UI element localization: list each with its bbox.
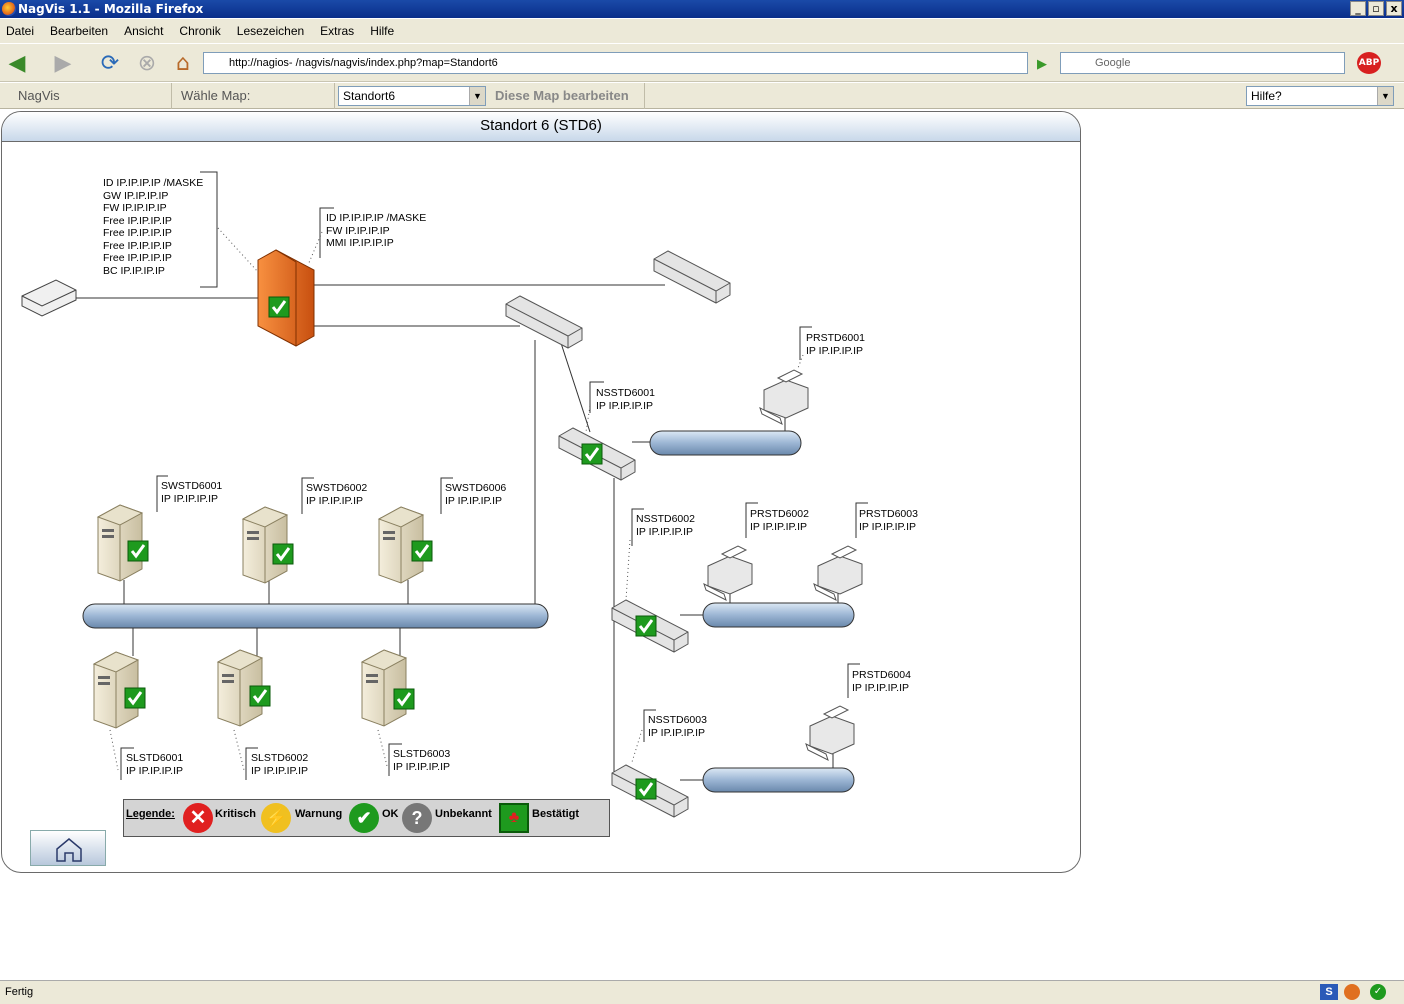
nsstd6003-label: NSSTD6003 IP IP.IP.IP.IP [648,714,707,739]
swstd6001-label: SWSTD6001 IP IP.IP.IP.IP [161,480,223,505]
url-text: http://nagios- /nagvis/nagvis/index.php?… [229,57,498,69]
prstd6002-label: PRSTD6002 IP IP.IP.IP.IP [750,508,809,533]
menu-lesezeichen[interactable]: Lesezeichen [236,24,305,38]
prstd6001-label: PRSTD6001 IP IP.IP.IP.IP [806,332,865,357]
acknowledged-icon: ♣ [499,803,529,833]
nsstd6001-label: NSSTD6001 IP IP.IP.IP.IP [596,387,655,412]
prstd6004-label: PRSTD6004 IP IP.IP.IP.IP [852,669,911,694]
app-name: NagVis [10,83,172,109]
slstd6003-label: SLSTD6003 IP IP.IP.IP.IP [393,748,451,773]
map-home-button[interactable] [30,830,106,866]
legend-warning: Warnung [295,808,343,820]
menu-datei[interactable]: Datei [6,24,35,38]
search-placeholder: Google [1095,57,1131,69]
go-icon[interactable]: ▶ [1037,56,1047,71]
ok-icon: ✔ [349,803,379,833]
menu-hilfe[interactable]: Hilfe [370,24,395,38]
search-input[interactable]: Google [1060,52,1345,74]
chevron-down-icon: ▼ [1377,87,1393,105]
swstd6002-label: SWSTD6002 IP IP.IP.IP.IP [306,482,368,507]
menu-extras[interactable]: Extras [320,24,355,38]
legend-unknown: Unbekannt [435,808,492,820]
status-bar: Fertig S ✓ [0,980,1404,1004]
chevron-down-icon: ▼ [469,87,485,105]
check-icon[interactable]: ✓ [1370,984,1386,1000]
window-title: NagVis 1.1 - Mozilla Firefox [18,2,204,16]
slstd6002-label: SLSTD6002 IP IP.IP.IP.IP [251,752,309,777]
close-button[interactable]: x [1386,1,1402,16]
home-icon [56,838,82,862]
critical-icon: ✕ [183,803,213,833]
legend-title: Legende: [126,808,175,820]
map-select[interactable]: Standort6 ▼ [338,86,486,106]
nsstd6002-label: NSSTD6002 IP IP.IP.IP.IP [636,513,695,538]
minimize-button[interactable]: _ [1350,1,1366,16]
legend-acknowledged: Bestätigt [532,808,580,820]
back-icon[interactable]: ◀ [8,50,26,76]
choose-map-label: Wähle Map: [173,83,335,109]
slstd6001-label: SLSTD6001 IP IP.IP.IP.IP [126,752,184,777]
window-titlebar: NagVis 1.1 - Mozilla Firefox _ ▫ x [0,0,1404,18]
help-select[interactable]: Hilfe? ▼ [1246,86,1394,106]
forward-icon[interactable]: ▶ [54,50,72,76]
status-text: Fertig [5,986,34,998]
prstd6003-label: PRSTD6003 IP IP.IP.IP.IP [859,508,918,533]
menu-bar: Datei Bearbeiten Ansicht Chronik Lesezei… [0,19,1404,43]
edit-map-button[interactable]: Diese Map bearbeiten [487,83,645,109]
skype-icon[interactable]: S [1320,984,1338,1000]
menu-bearbeiten[interactable]: Bearbeiten [50,24,109,38]
help-select-value: Hilfe? [1251,89,1282,103]
map-select-value: Standort6 [343,89,396,103]
nagvis-header: NagVis Wähle Map: Standort6 ▼ Diese Map … [0,83,1404,109]
firefox-status-icon[interactable] [1344,984,1360,1000]
warning-icon: ⚡ [261,803,291,833]
stop-icon[interactable]: ⊗ [137,50,157,76]
legend-critical: Kritisch [215,808,256,820]
swstd6006-label: SWSTD6006 IP IP.IP.IP.IP [445,482,507,507]
firewall-info-label: ID IP.IP.IP.IP /MASKE GW IP.IP.IP.IP FW … [103,177,204,277]
legend-ok: OK [382,808,399,820]
firefox-icon [2,2,16,16]
map-frame: Standort 6 (STD6) [1,111,1081,873]
menu-chronik[interactable]: Chronik [179,24,221,38]
adblock-icon[interactable]: ABP [1357,52,1381,74]
reload-icon[interactable]: ⟳ [100,50,120,76]
legend: Legende: ✕ Kritisch ⚡ Warnung ✔ OK ? Unb… [123,799,610,837]
map-title: Standort 6 (STD6) [2,112,1080,142]
menu-ansicht[interactable]: Ansicht [124,24,164,38]
url-input[interactable]: http://nagios- /nagvis/nagvis/index.php?… [203,52,1047,74]
unknown-icon: ? [402,803,432,833]
home-icon[interactable]: ⌂ [176,50,190,76]
firewall-mgmt-label: ID IP.IP.IP.IP /MASKE FW IP.IP.IP.IP MMI… [326,212,427,249]
maximize-button[interactable]: ▫ [1368,1,1384,16]
